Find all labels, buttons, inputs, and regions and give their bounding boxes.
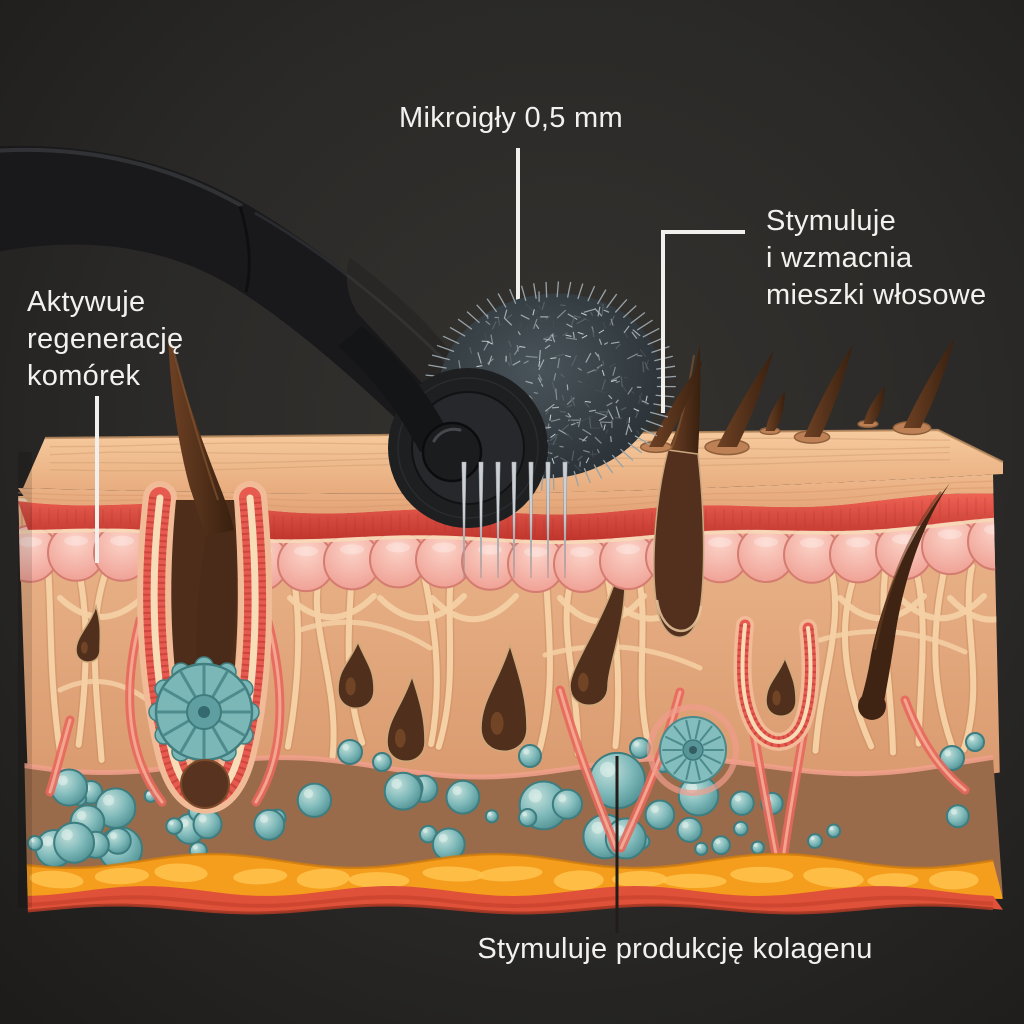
label-cell-regeneration-line1: Aktywuje: [27, 286, 146, 318]
dermaroller-icon: [0, 145, 677, 528]
label-collagen: Stymuluje produkcję kolagenu: [477, 933, 873, 965]
label-hair-follicles-line2: i wzmacnia: [766, 242, 913, 274]
label-hair-follicles: Stymuluje i wzmacnia mieszki włosowe: [766, 203, 986, 314]
label-microneedles: Mikroigły 0,5 mm: [399, 102, 623, 134]
label-hair-follicles-line3: mieszki włosowe: [766, 279, 987, 311]
microneedles-icon: [461, 461, 568, 579]
label-cell-regeneration: Aktywuje regenerację komórek: [27, 284, 183, 395]
label-hair-follicles-line1: Stymuluje: [766, 205, 897, 237]
label-cell-regeneration-line2: regenerację: [27, 323, 184, 355]
connector-lines: [95, 230, 745, 933]
label-cell-regeneration-line3: komórek: [27, 360, 141, 392]
